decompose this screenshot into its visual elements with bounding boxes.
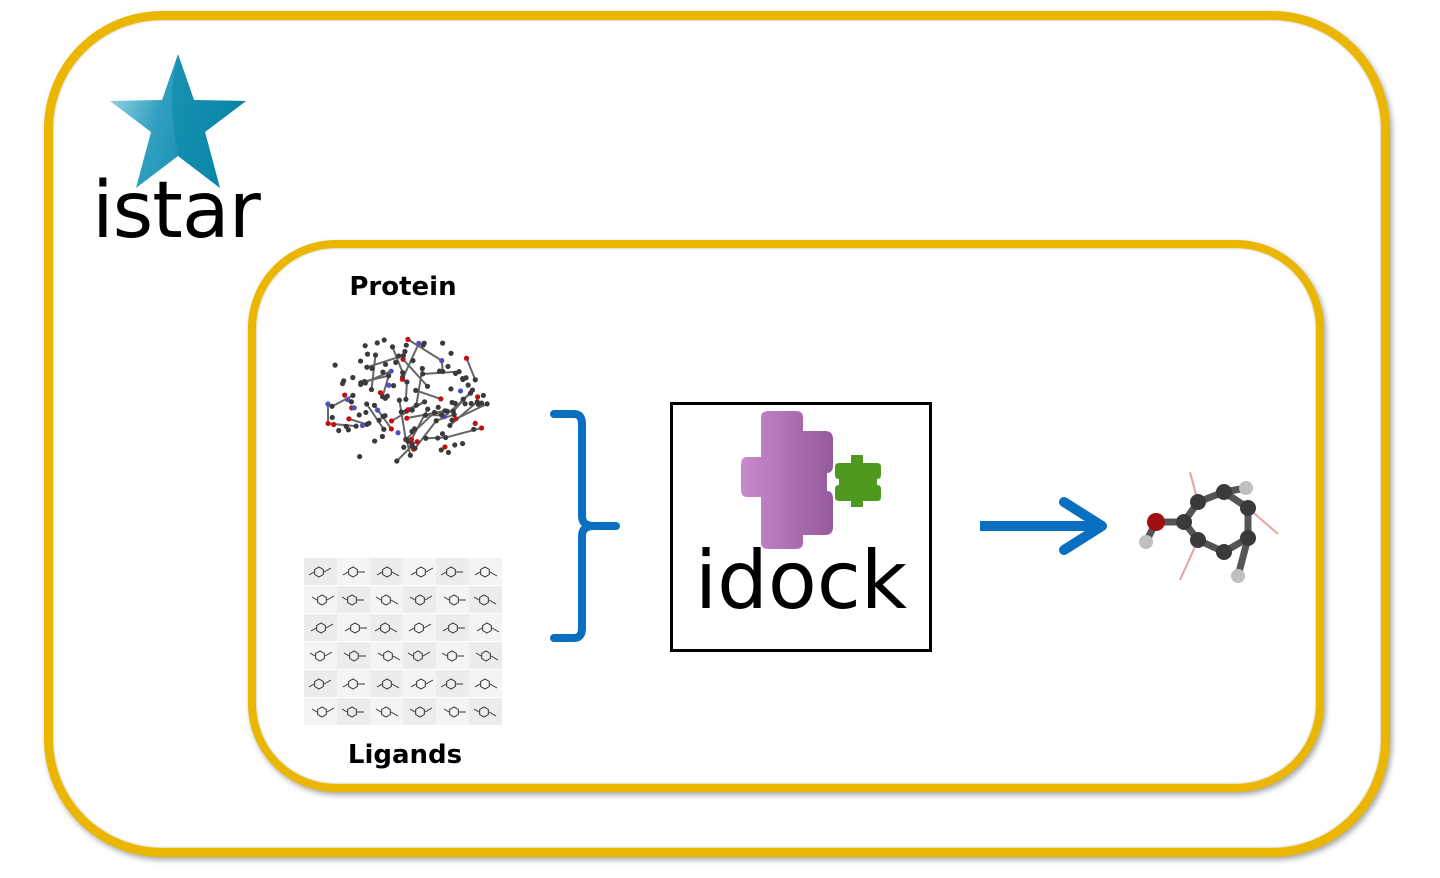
ligand-structures-image (304, 558, 502, 725)
small-molecule-image (1139, 471, 1279, 583)
puzzle-icon (741, 411, 881, 549)
istar-title: istar (92, 166, 261, 256)
star-icon (110, 54, 246, 188)
output-arrow (980, 497, 1107, 555)
ligands-label: Ligands (347, 740, 463, 770)
protein-label: Protein (349, 272, 457, 302)
protein-structure-image (325, 336, 490, 464)
idock-box: idock (670, 402, 932, 652)
idock-title: idock (694, 534, 908, 627)
merge-bracket (550, 410, 620, 642)
